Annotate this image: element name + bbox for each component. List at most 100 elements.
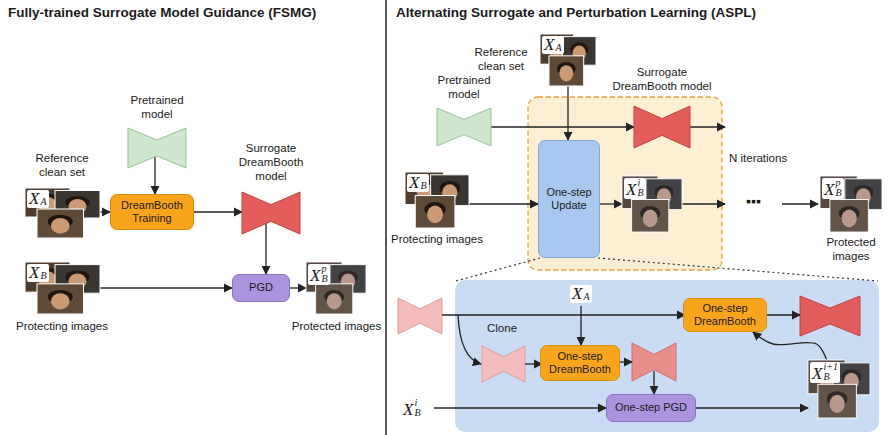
flow-connector <box>600 203 622 204</box>
math-superscript: i <box>414 398 420 408</box>
photo <box>316 284 353 314</box>
flow-arrow <box>682 203 725 204</box>
flow-connector <box>100 211 110 212</box>
box-label: One-step Update <box>542 186 596 212</box>
photo-frame <box>632 200 669 232</box>
math-symbol: X <box>812 365 822 382</box>
photo-frame <box>37 284 84 314</box>
image-stack: XBi <box>622 176 682 232</box>
model-body <box>634 106 690 148</box>
image-stack: XBpProtected images <box>290 262 383 336</box>
image-stack: XB Protecting images <box>390 172 484 249</box>
photo-frame <box>818 384 856 418</box>
photo-frame <box>415 196 455 228</box>
noise-tint <box>818 384 856 418</box>
model-body <box>128 128 186 168</box>
model-shape: Pretrained model <box>428 74 500 146</box>
update-region <box>528 97 722 270</box>
model-body <box>437 108 491 146</box>
flow-arrow <box>580 306 581 345</box>
noise-tint <box>632 200 669 232</box>
flow-arrow <box>618 361 632 362</box>
math-label: XB <box>407 174 429 192</box>
flow-arrow <box>653 371 654 394</box>
node-caption: Surrogate DreamBooth model <box>235 142 307 183</box>
math-superscript: p <box>321 264 327 274</box>
math-label: XA <box>570 285 592 303</box>
math-label: XBi <box>624 178 646 199</box>
process-box: One-step DreamBooth <box>683 298 767 332</box>
photo-frame <box>830 200 868 232</box>
math-subscript: B <box>420 181 426 191</box>
node-caption: Reference clean set <box>468 46 534 74</box>
flow-connector <box>194 211 242 212</box>
node-caption: Reference clean set <box>26 152 98 180</box>
node-caption: Pretrained model <box>428 74 500 102</box>
math-subscript: B <box>40 271 46 281</box>
box-label: One-step PGD <box>615 401 687 414</box>
math-label: XBi+1 <box>810 362 840 383</box>
math-symbol: X <box>409 174 419 191</box>
math-subscript: A <box>40 197 46 207</box>
math-superscript: i+1 <box>823 362 838 372</box>
flow-connector <box>290 287 306 288</box>
flow-arrow <box>690 126 725 127</box>
math-superscript: i <box>637 178 643 188</box>
process-box: One-step DreamBooth <box>540 345 620 381</box>
model-shape: Surrogate DreamBooth model <box>612 66 712 148</box>
photo <box>830 200 868 232</box>
model-shape <box>482 346 525 382</box>
flow-connector <box>100 287 232 288</box>
math-index: B <box>420 181 426 191</box>
flow-connector <box>753 332 827 360</box>
node-caption: Protected images <box>812 236 890 264</box>
math-label: XBp <box>308 264 330 285</box>
math-index: Bp <box>321 264 327 284</box>
photo-face <box>51 293 70 309</box>
math-index: Bi+1 <box>823 362 838 382</box>
flow-connector <box>567 86 568 140</box>
model-shape: Surrogate DreamBooth model <box>235 142 307 234</box>
photo <box>37 209 84 238</box>
math-index: A <box>555 43 561 53</box>
math-label: XBi <box>401 398 423 419</box>
math-label: XBp <box>822 178 844 199</box>
math-subscript: B <box>321 274 327 284</box>
process-box: DreamBooth Training <box>110 194 194 230</box>
image-stack: Reference clean setXA <box>25 152 100 238</box>
divider-line <box>385 0 387 435</box>
photo-frame <box>549 56 584 86</box>
math-index: A <box>583 292 589 302</box>
box-label: DreamBooth Training <box>114 199 190 225</box>
panel-title: Alternating Surrogate and Perturbation L… <box>396 5 756 21</box>
flow-arrow <box>434 407 606 408</box>
math-subscript: B <box>823 372 838 382</box>
photo-frame <box>316 284 353 314</box>
math-superscript: p <box>835 178 841 188</box>
math-symbol: X <box>29 264 39 281</box>
math-label: XB <box>27 264 49 282</box>
math-index: B <box>40 271 46 281</box>
clone-arrow <box>458 315 481 364</box>
process-box: One-step Update <box>538 140 600 258</box>
math-symbol: X <box>29 190 39 207</box>
ellipsis-mark: ▪▪▪ <box>746 193 761 210</box>
math-subscript: A <box>583 292 589 302</box>
math-symbol: X <box>544 36 554 53</box>
image-stack: XBpProtected images <box>812 176 890 266</box>
flow-arrow <box>782 203 818 204</box>
flow-arrow <box>765 314 800 315</box>
model-body <box>242 192 300 234</box>
model-picture <box>242 192 300 234</box>
image-stack: XBProtecting images <box>7 262 117 336</box>
iteration-note: N iterations <box>729 152 787 166</box>
model-shape <box>800 296 860 336</box>
node-caption: Protecting images <box>390 233 484 247</box>
math-subscript: B <box>835 188 841 198</box>
process-box: PGD <box>232 274 290 302</box>
math-subscript: B <box>637 188 643 198</box>
photo <box>37 284 84 314</box>
box-label: PGD <box>249 281 273 294</box>
math-symbol: X <box>572 285 582 302</box>
